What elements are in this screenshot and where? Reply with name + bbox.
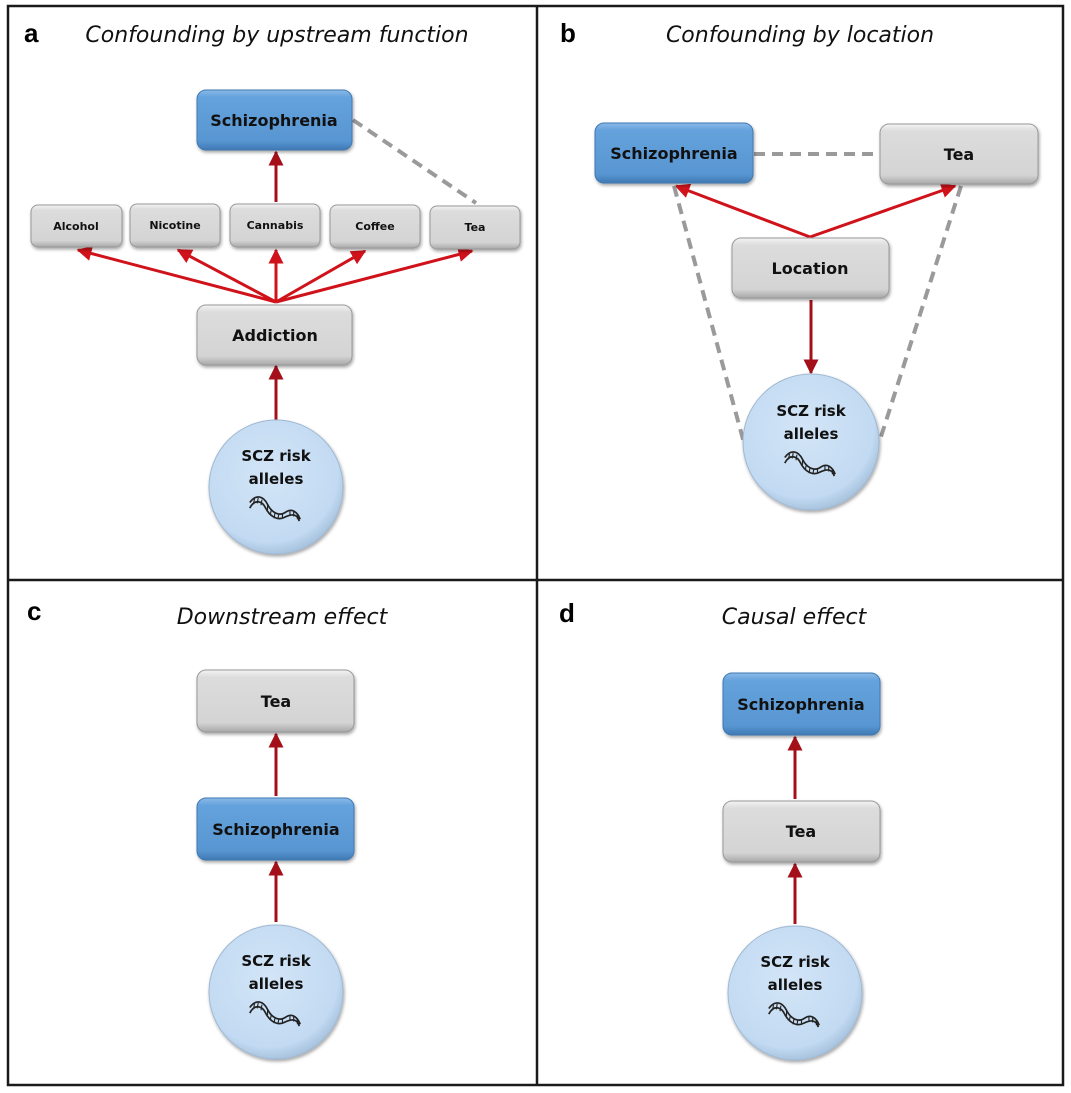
causal-arrow-a-addiction-to-nicotine bbox=[176, 248, 277, 304]
node-nicotine: Nicotine bbox=[129, 203, 221, 248]
panel-b: b Confounding by location Schizophrenia … bbox=[560, 18, 1039, 511]
causal-arrow-b-location-to-tea bbox=[809, 183, 957, 239]
node-label: Coffee bbox=[355, 220, 394, 233]
causal-arrow-b-location-to-scz bbox=[674, 183, 811, 239]
node-schizophrenia: Schizophrenia bbox=[196, 797, 355, 861]
node-label-line1: SCZ risk bbox=[776, 402, 846, 420]
exposure-box bbox=[722, 800, 881, 863]
node-label: Cannabis bbox=[247, 219, 304, 232]
exposure-box bbox=[129, 203, 221, 248]
node-scz-risk-alleles: SCZ risk alleles bbox=[727, 925, 863, 1061]
exposure-box bbox=[429, 205, 521, 250]
outer-border bbox=[6, 4, 1065, 1087]
node-label: Tea bbox=[944, 145, 974, 164]
node-scz-risk-alleles: SCZ risk alleles bbox=[208, 419, 344, 555]
exposure-box bbox=[196, 304, 353, 366]
panel-title: Downstream effect bbox=[177, 605, 389, 630]
trait-box bbox=[722, 672, 881, 736]
exposure-box bbox=[879, 123, 1039, 185]
node-addiction: Addiction bbox=[196, 304, 353, 366]
node-cannabis: Cannabis bbox=[229, 203, 321, 248]
exposure-box bbox=[196, 669, 355, 733]
node-label-line2: alleles bbox=[784, 425, 839, 443]
node-scz-risk-alleles: SCZ risk alleles bbox=[208, 924, 344, 1060]
genetic-circle bbox=[208, 419, 344, 555]
node-label: Tea bbox=[261, 692, 291, 711]
node-location: Location bbox=[731, 237, 890, 299]
node-label: Schizophrenia bbox=[610, 144, 737, 163]
genetic-circle bbox=[742, 373, 880, 511]
genetic-circle bbox=[208, 924, 344, 1060]
node-label: Nicotine bbox=[149, 219, 200, 232]
node-label-line2: alleles bbox=[249, 470, 304, 488]
panel-letter: d bbox=[559, 598, 575, 628]
node-schizophrenia: Schizophrenia bbox=[594, 122, 754, 184]
node-label: Alcohol bbox=[53, 220, 99, 233]
panel-title: Confounding by upstream function bbox=[85, 23, 468, 48]
panel-c: c Downstream effect Tea Schizophrenia SC… bbox=[27, 596, 389, 1060]
node-label-line2: alleles bbox=[249, 975, 304, 993]
node-label: Schizophrenia bbox=[212, 820, 339, 839]
node-label: Tea bbox=[465, 221, 486, 234]
node-label-line1: SCZ risk bbox=[760, 953, 830, 971]
exposure-box bbox=[229, 203, 321, 248]
node-label-line1: SCZ risk bbox=[241, 447, 311, 465]
causal-arrow-a-addiction-to-coffee bbox=[275, 249, 367, 304]
node-tea: Tea bbox=[879, 123, 1039, 185]
trait-box bbox=[196, 797, 355, 861]
causal-arrow-a-addiction-to-alcohol bbox=[76, 246, 277, 304]
panel-letter: b bbox=[560, 18, 576, 48]
node-label: Schizophrenia bbox=[737, 695, 864, 714]
panel-title: Causal effect bbox=[722, 605, 868, 630]
association-line-a-scz-tea bbox=[351, 118, 478, 205]
panel-title: Confounding by location bbox=[666, 23, 934, 48]
association-line-b-scz-alleles bbox=[672, 185, 746, 444]
panel-d: d Causal effect Schizophrenia Tea SCZ ri… bbox=[559, 598, 881, 1061]
node-label: Addiction bbox=[232, 326, 318, 345]
panel-a: a Confounding by upstream function Schiz… bbox=[24, 18, 521, 555]
trait-box bbox=[594, 122, 754, 184]
node-label: Schizophrenia bbox=[210, 111, 337, 130]
node-tea: Tea bbox=[196, 669, 355, 733]
exposure-box bbox=[329, 204, 421, 249]
node-label-line1: SCZ risk bbox=[241, 952, 311, 970]
node-schizophrenia: Schizophrenia bbox=[196, 89, 353, 151]
causal-arrow-a-addiction-to-tea bbox=[275, 247, 474, 304]
node-tea: Tea bbox=[722, 800, 881, 863]
association-line-b-tea-alleles bbox=[877, 185, 963, 444]
panel-letter: a bbox=[24, 18, 39, 48]
edges-layer bbox=[76, 118, 963, 924]
node-label: Tea bbox=[786, 822, 816, 841]
node-coffee: Coffee bbox=[329, 204, 421, 249]
node-label-line2: alleles bbox=[768, 976, 823, 994]
exposure-box bbox=[30, 204, 123, 248]
trait-box bbox=[196, 89, 353, 151]
node-scz-risk-alleles: SCZ risk alleles bbox=[742, 373, 880, 511]
node-alcohol: Alcohol bbox=[30, 204, 123, 248]
node-label: Location bbox=[772, 259, 849, 278]
panel-letter: c bbox=[27, 596, 41, 626]
genetic-circle bbox=[727, 925, 863, 1061]
exposure-box bbox=[731, 237, 890, 299]
node-schizophrenia: Schizophrenia bbox=[722, 672, 881, 736]
node-tea: Tea bbox=[429, 205, 521, 250]
figure-frame bbox=[6, 4, 1065, 1087]
